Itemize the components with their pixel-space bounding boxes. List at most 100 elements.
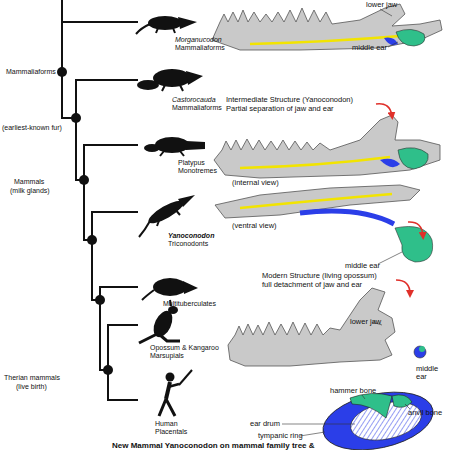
- part-label: middle ear: [352, 44, 387, 52]
- middle-ear-bone: [396, 29, 425, 46]
- tree-branch: [62, 72, 76, 118]
- anvil-bone: [392, 395, 412, 407]
- baseball-bat: [179, 370, 192, 385]
- animal-body: [148, 16, 182, 30]
- human-body: [166, 382, 170, 399]
- branch-dot: [57, 67, 67, 77]
- animal-body: [155, 137, 189, 153]
- middle-ear-bone: [419, 346, 425, 352]
- animal-tail: [136, 24, 150, 34]
- part-label: middle ear: [416, 365, 442, 381]
- jaw-bone: [214, 115, 440, 178]
- human-batter-silhouette: [159, 370, 192, 416]
- meckel-cartilage: [240, 194, 392, 208]
- tree-branch: [84, 145, 138, 180]
- branch-dot: [71, 113, 81, 123]
- morganucodon-jaw: [212, 4, 442, 50]
- taxon-name: Opossum & Kangaroo: [150, 344, 219, 352]
- branch-dot: [79, 175, 89, 185]
- platypus-silhouette: [144, 137, 205, 156]
- part-label: lower jaw: [350, 318, 381, 326]
- taxon-name: Yanoconodon: [168, 232, 214, 240]
- leader-line: [282, 424, 355, 425]
- clade-label: Mammals: [14, 178, 44, 186]
- animal-head: [183, 281, 198, 294]
- middle-ear-bone: [380, 159, 400, 168]
- leader-line: [380, 9, 392, 16]
- structure-title: Modern Structure (living opossum): [262, 272, 377, 280]
- meckel-cartilage: [240, 157, 390, 168]
- tree-dots: [57, 67, 113, 375]
- middle-ear-bone: [395, 227, 433, 263]
- figure-caption: New Mammal Yanoconodon on mammal family …: [112, 441, 315, 450]
- tree-branch: [100, 287, 138, 300]
- meckel-cartilage: [250, 36, 400, 44]
- taxon-name: Human: [155, 420, 178, 428]
- human-head: [166, 373, 175, 382]
- group-name: Placentals: [155, 428, 187, 436]
- taxon-name: Platypus: [178, 159, 205, 167]
- clade-label: Mammaliaforms: [6, 68, 56, 76]
- animal-legs: [162, 85, 183, 91]
- ossified-cartilage: [300, 211, 394, 224]
- animal-bill: [186, 141, 205, 150]
- jaw-bone: [212, 4, 442, 50]
- morganucodon-silhouette: [136, 16, 197, 34]
- group-name: Triconodonts: [168, 240, 208, 248]
- clade-note: (live birth): [16, 383, 47, 391]
- human-legs: [159, 399, 175, 416]
- yanoconodon-jaw-internal: [214, 104, 440, 178]
- group-name: Mammaliaforms: [175, 44, 225, 52]
- animal-body: [153, 278, 187, 296]
- tree-branch: [76, 118, 84, 180]
- part-label: tympanic ring: [258, 432, 303, 440]
- red-arrow: [408, 222, 423, 236]
- branch-dot: [87, 235, 97, 245]
- clade-note: (milk glands): [10, 187, 50, 195]
- tree-branch: [92, 212, 138, 240]
- tree-branches: [62, 0, 138, 400]
- leader-line: [362, 395, 365, 399]
- yanoconodon-jaw-ventral: [215, 185, 433, 264]
- tree-branch: [108, 370, 138, 400]
- leader-line: [388, 42, 398, 47]
- structure-note: Partial separation of jaw and ear: [226, 105, 334, 113]
- group-name: Mammaliaforms: [172, 104, 222, 112]
- clade-label: Therian mammals: [4, 374, 60, 382]
- tree-branch: [100, 300, 108, 370]
- part-label: ear drum: [250, 420, 280, 428]
- tree-branch: [92, 240, 100, 300]
- branch-dot: [103, 365, 113, 375]
- castorocauda-silhouette: [137, 69, 203, 91]
- tree-branch: [108, 325, 138, 370]
- animal-tail: [139, 221, 150, 237]
- jaw-bone: [228, 288, 395, 366]
- animal-head: [186, 71, 203, 85]
- structure-title: Intermediate Structure (Yanoconodon): [226, 96, 353, 104]
- animal-legs: [160, 335, 180, 341]
- leader-line: [378, 252, 402, 264]
- middle-ear-bone: [398, 148, 428, 169]
- branch-dot: [95, 295, 105, 305]
- human-arms: [168, 384, 179, 387]
- animal-head: [168, 306, 178, 314]
- taxon-name: Castorocauda: [172, 96, 216, 104]
- animal-tail: [139, 334, 157, 343]
- hammer-bone: [350, 393, 392, 418]
- red-arrow: [376, 104, 392, 116]
- view-label: (ventral view): [232, 222, 277, 230]
- leader-line: [300, 432, 325, 436]
- animal-legs: [157, 208, 180, 226]
- structure-note: full detachment of jaw and ear: [262, 281, 362, 289]
- taxon-name: Morganucodon: [175, 36, 222, 44]
- group-name: Monotremes: [178, 167, 217, 175]
- view-label: (internal view): [232, 179, 279, 187]
- clade-note: (earliest-known fur): [2, 124, 62, 132]
- tree-stem: [61, 0, 63, 72]
- opossum-jaw: [228, 280, 426, 366]
- part-label: hammer bone: [330, 387, 376, 395]
- animal-head: [178, 17, 197, 29]
- yanoconodon-silhouette: [139, 195, 195, 237]
